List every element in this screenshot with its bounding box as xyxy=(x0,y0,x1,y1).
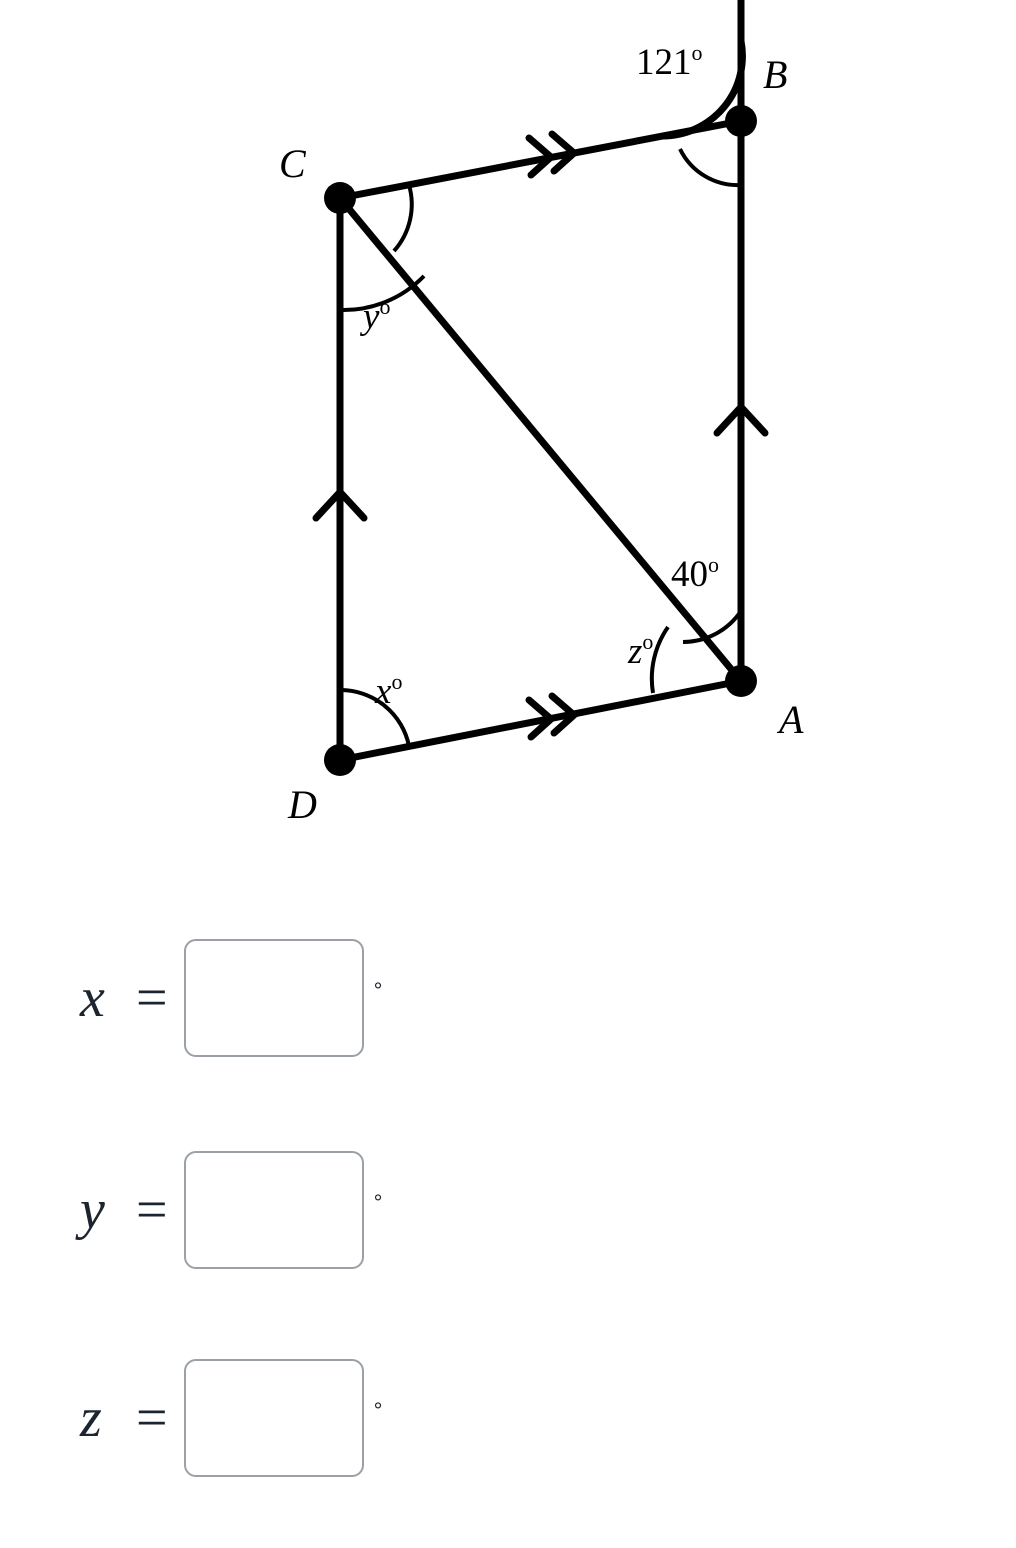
angle-arc-a-z xyxy=(649,625,670,694)
answer-input-y[interactable] xyxy=(183,1151,364,1269)
degree-symbol-z: ° xyxy=(373,1398,383,1423)
vertex-dot-b xyxy=(725,105,757,137)
angle-value-121: 121 xyxy=(636,42,692,83)
answer-row-x: x = ° xyxy=(80,938,382,1058)
vertex-dot-c xyxy=(324,182,356,214)
angle-value-z: z xyxy=(627,631,642,672)
geometry-diagram: B A C D 121o 40o zo yo xo xyxy=(279,0,804,827)
vertex-dot-a xyxy=(725,665,757,697)
angle-arc-d-x xyxy=(339,687,411,747)
angle-label-c-y: yo xyxy=(359,294,390,337)
angle-label-a-40: 40o xyxy=(671,552,719,595)
segment-da xyxy=(339,677,742,764)
answer-input-z[interactable] xyxy=(183,1359,364,1477)
geometry-figure-panel: B A C D 121o 40o zo yo xo xyxy=(279,0,804,827)
answer-row-y: y = ° xyxy=(80,1150,382,1270)
angle-value-x: x xyxy=(374,671,392,712)
vertex-label-b: B xyxy=(763,52,787,97)
answer-input-x[interactable] xyxy=(183,939,364,1057)
angle-label-b-121: 121o xyxy=(636,40,703,83)
angle-arc-a-40 xyxy=(682,609,743,644)
vertex-dot-d xyxy=(324,744,356,776)
answer-variable-x: x xyxy=(80,967,105,1029)
parallel-mark-da xyxy=(525,692,580,741)
parallel-mark-cb xyxy=(525,130,580,179)
angle-arc-b-121 xyxy=(662,40,746,140)
degree-mark-x: o xyxy=(391,669,402,694)
parallel-mark-cd xyxy=(312,486,368,522)
answer-variable-y: y xyxy=(80,1179,105,1241)
angle-value-y: y xyxy=(359,296,380,337)
vertex-label-c: C xyxy=(279,141,307,186)
degree-symbol-x: ° xyxy=(373,978,383,1003)
parallel-mark-ba xyxy=(713,401,769,437)
angle-label-a-z: zo xyxy=(627,629,653,672)
degree-mark-40: o xyxy=(708,552,719,577)
degree-mark-121: o xyxy=(692,40,703,65)
answers-panel: x = ° y = ° z = ° xyxy=(0,870,1016,1548)
answer-equals-z: = xyxy=(136,1387,168,1449)
degree-mark-z: o xyxy=(642,629,653,654)
angle-arc-c-y xyxy=(339,274,426,313)
angle-value-40: 40 xyxy=(671,554,708,595)
segment-ca-diagonal xyxy=(337,195,744,684)
answer-variable-z: z xyxy=(80,1387,102,1449)
angle-label-d-x: xo xyxy=(374,669,402,712)
angle-arc-c-upper xyxy=(392,184,414,253)
answer-equals-x: = xyxy=(136,967,168,1029)
angle-arc-b-lower xyxy=(678,148,742,188)
degree-mark-y: o xyxy=(379,294,390,319)
answer-row-z: z = ° xyxy=(80,1358,382,1478)
vertex-label-d: D xyxy=(287,782,317,827)
vertex-label-a: A xyxy=(776,697,804,742)
answer-equals-y: = xyxy=(136,1179,168,1241)
degree-symbol-y: ° xyxy=(373,1190,383,1215)
